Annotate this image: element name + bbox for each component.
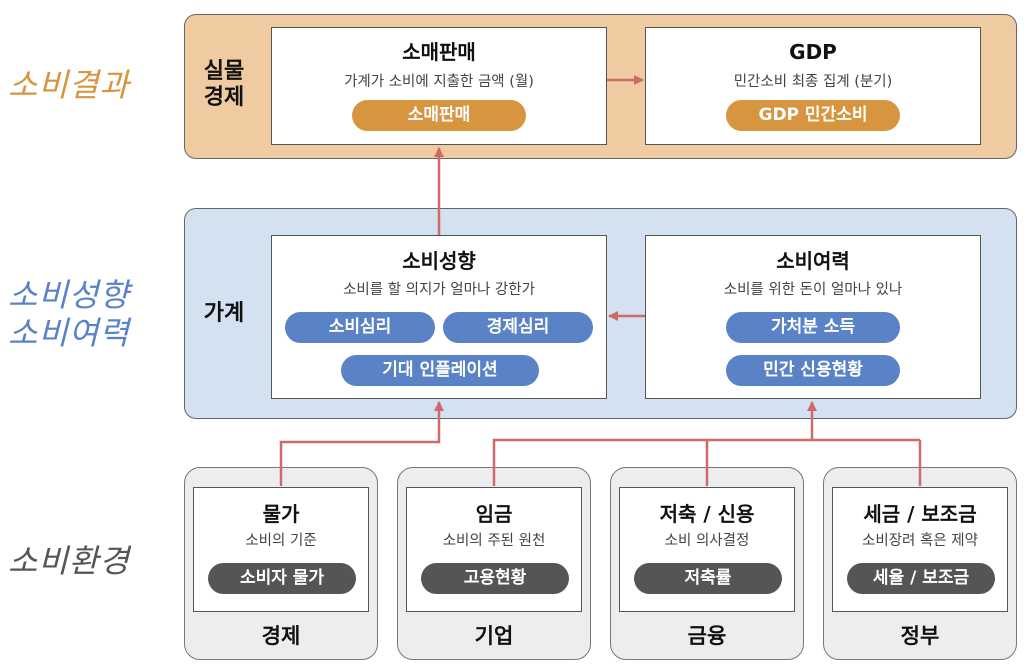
env-box-government: 세금 / 보조금 소비장려 혹은 제약 세율 / 보조금 정부: [823, 467, 1017, 660]
env-card-savings-credit-title: 저축 / 신용: [659, 502, 755, 526]
card-gdp: GDP 민간소비 최종 집계 (분기) GDP 민간소비: [645, 27, 981, 145]
arrow-prices-to-propensity: [279, 401, 444, 486]
pill-retail-sales: 소매판매: [352, 100, 526, 131]
card-gdp-desc: 민간소비 최종 집계 (분기): [733, 74, 893, 90]
tier-result-label-line2: 경제: [203, 85, 245, 110]
tier-household-label: 가계: [203, 301, 245, 326]
tier-result-label-line1: 실물: [203, 59, 245, 84]
card-gdp-title: GDP: [789, 40, 837, 64]
env-card-savings-credit: 저축 / 신용 소비 의사결정 저축률: [619, 487, 795, 612]
pill-savings-rate: 저축률: [634, 563, 782, 594]
pill-economic-sentiment: 경제심리: [443, 312, 593, 343]
env-card-wages: 임금 소비의 주된 원천 고용현황: [406, 487, 582, 612]
env-card-tax-subsidy-desc: 소비장려 혹은 제약: [862, 533, 978, 549]
env-footer-business: 기업: [474, 624, 514, 648]
env-footer-government: 정부: [900, 624, 940, 648]
side-label-household-line2: 소비여력: [8, 314, 130, 352]
card-retail: 소매판매 가계가 소비에 지출한 금액 (월) 소매판매: [271, 27, 607, 145]
env-card-tax-subsidy-title: 세금 / 보조금: [863, 502, 977, 526]
card-capacity: 소비여력 소비를 위한 돈이 얼마나 있나 가처분 소득 민간 신용현황: [645, 235, 981, 399]
env-footer-finance: 금융: [687, 624, 727, 648]
pill-private-credit: 민간 신용현황: [726, 355, 900, 386]
pill-tax-subsidy: 세율 / 보조금: [847, 563, 995, 594]
card-propensity: 소비성향 소비를 할 의지가 얼마나 강한가 소비심리 경제심리 기대 인플레이…: [271, 235, 607, 399]
card-retail-desc: 가계가 소비에 지출한 금액 (월): [344, 74, 534, 90]
env-card-wages-desc: 소비의 주된 원천: [442, 533, 546, 549]
env-card-prices-title: 물가: [262, 502, 300, 526]
env-box-economy: 물가 소비의 기준 소비자 물가 경제: [184, 467, 378, 660]
arrow-env-to-capacity-connector: [492, 438, 922, 486]
env-card-prices: 물가 소비의 기준 소비자 물가: [193, 487, 369, 612]
pill-consumer-sentiment: 소비심리: [285, 312, 435, 343]
env-box-business: 임금 소비의 주된 원천 고용현황 기업: [397, 467, 591, 660]
env-card-tax-subsidy: 세금 / 보조금 소비장려 혹은 제약 세율 / 보조금: [832, 487, 1008, 612]
side-label-environment: 소비환경: [8, 542, 130, 580]
card-capacity-desc: 소비를 위한 돈이 얼마나 있나: [723, 282, 903, 298]
env-card-prices-desc: 소비의 기준: [245, 533, 317, 549]
pill-consumer-prices: 소비자 물가: [208, 563, 356, 594]
pill-disposable-income: 가처분 소득: [726, 312, 900, 343]
tier-result-label: 실물 경제: [191, 59, 257, 111]
pill-gdp-consumption: GDP 민간소비: [726, 100, 900, 131]
env-footer-economy: 경제: [261, 624, 301, 648]
env-card-savings-credit-desc: 소비 의사결정: [664, 533, 750, 549]
side-label-household: 소비성향 소비여력: [8, 276, 130, 352]
side-label-result: 소비결과: [8, 66, 130, 104]
pill-employment: 고용현황: [421, 563, 569, 594]
side-label-household-line1: 소비성향: [8, 276, 130, 314]
card-propensity-desc: 소비를 할 의지가 얼마나 강한가: [343, 282, 535, 298]
env-card-wages-title: 임금: [475, 502, 513, 526]
card-retail-title: 소매판매: [402, 40, 476, 64]
card-capacity-title: 소비여력: [776, 249, 850, 273]
card-propensity-title: 소비성향: [402, 249, 476, 273]
pill-expected-inflation: 기대 인플레이션: [341, 355, 539, 386]
